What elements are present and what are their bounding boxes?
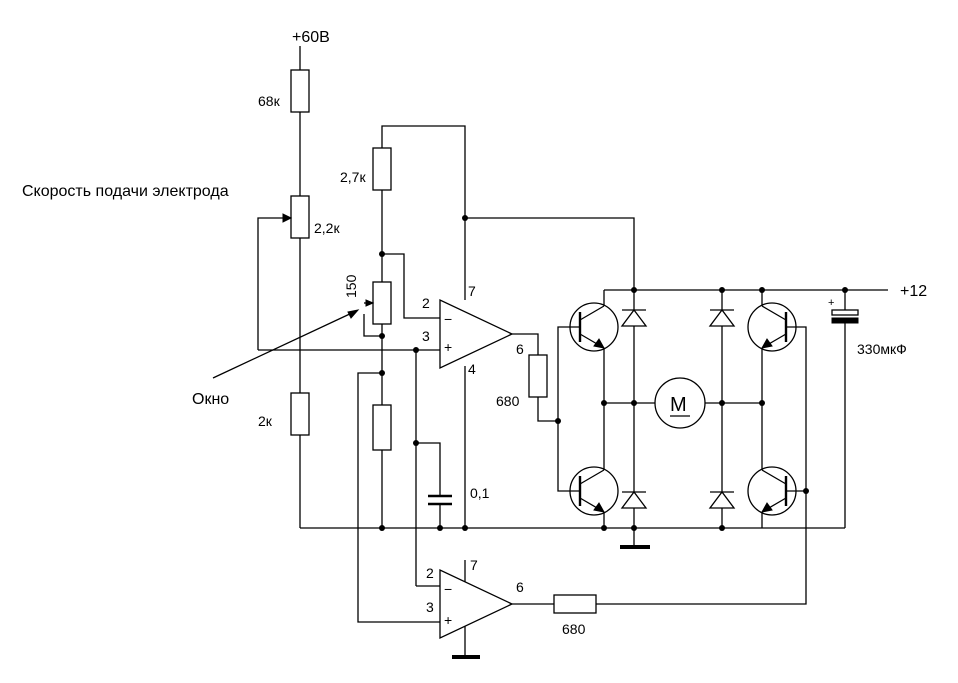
opamp-1-pin-6: 6 <box>516 341 524 357</box>
resistor-2k-label: 2к <box>258 413 273 429</box>
transistor-bottom-right <box>747 466 797 528</box>
capacitor-0-1-label: 0,1 <box>470 485 490 501</box>
supply-12v-label: +12 <box>900 283 927 300</box>
opamp-1: − + 2 3 7 4 6 <box>422 283 524 377</box>
potentiometer-150-label: 150 <box>343 274 359 298</box>
supply-60v-label: +60В <box>292 29 330 46</box>
potentiometer-2-2k[interactable]: 2,2к <box>257 195 340 350</box>
transistor-top-right <box>747 290 797 352</box>
resistor-680-bottom: 680 <box>553 594 597 637</box>
supply-60v-line: +60В <box>292 29 330 70</box>
resistor-680-top-label: 680 <box>496 393 520 409</box>
capacitor-330uf: + 330мкФ <box>828 290 907 528</box>
resistor-680-top: 680 <box>496 354 548 409</box>
resistor-lower-chain <box>372 404 392 451</box>
opamp-1-pin-4: 4 <box>468 361 476 377</box>
resistor-2-7k: 2,7к <box>340 147 392 191</box>
motor: M <box>654 377 706 429</box>
opamp-1-pin-3: 3 <box>422 328 430 344</box>
okno-label: Окно <box>192 391 229 408</box>
diode-top-right <box>708 290 736 403</box>
opamp-2: − + 2 3 7 6 <box>426 557 524 640</box>
capacitor-0-1: 0,1 <box>428 485 490 506</box>
resistor-2k: 2к <box>258 392 310 436</box>
resistor-2-7k-label: 2,7к <box>340 169 366 185</box>
opamp-2-pin-2: 2 <box>426 565 434 581</box>
opamp-1-plus: + <box>444 339 452 355</box>
opamp-2-pin-3: 3 <box>426 599 434 615</box>
resistor-68k-label: 68к <box>258 93 281 109</box>
transistor-top-left <box>569 290 619 352</box>
diode-top-left <box>620 290 648 403</box>
opamp-2-pin-7: 7 <box>470 557 478 573</box>
opamp-2-plus: + <box>444 612 452 628</box>
okno-pointer: Окно <box>192 309 360 408</box>
opamp-2-minus: − <box>444 581 452 597</box>
opamp-2-pin-6: 6 <box>516 579 524 595</box>
feed-speed-label: Скорость подачи электрода <box>22 183 229 200</box>
diode-bottom-left <box>620 403 648 528</box>
diode-bottom-right <box>708 403 736 528</box>
resistor-68k: 68к <box>258 69 310 113</box>
transistor-bottom-left <box>569 466 619 528</box>
potentiometer-150[interactable]: 150 <box>343 274 392 337</box>
resistor-680-bottom-label: 680 <box>562 621 586 637</box>
potentiometer-2-2k-label: 2,2к <box>314 220 340 236</box>
opamp-1-pin-2: 2 <box>422 295 430 311</box>
capacitor-330uf-label: 330мкФ <box>857 341 907 357</box>
capacitor-330uf-plus: + <box>828 297 834 309</box>
motor-label: M <box>670 394 687 416</box>
opamp-1-minus: − <box>444 311 452 327</box>
opamp-1-pin-7: 7 <box>468 283 476 299</box>
